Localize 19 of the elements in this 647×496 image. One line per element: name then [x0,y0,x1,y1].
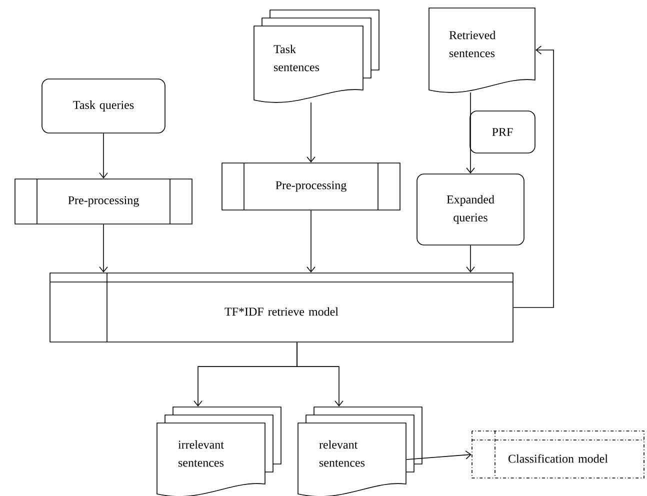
document-stack: irrelevant sentences [156,406,282,496]
arrow [306,210,316,272]
arrow [466,245,475,272]
model-box: Classification model [472,430,644,478]
process-box: Pre-processing [222,162,400,210]
arrow [406,450,472,460]
arrow [306,102,316,162]
arrow [513,46,554,308]
rounded-box: Expanded queries [416,174,524,246]
document-stack: relevant sentences [298,406,422,496]
document-stack: Task sentences [254,10,380,103]
model-box: TF*IDF retrieve model [50,272,514,342]
arrow [99,133,108,178]
start-box: Task queries [42,78,166,134]
arrow [296,342,344,406]
process-box: Pre-processing [14,178,192,224]
note-box: PRF [470,110,536,154]
arrow [466,92,475,174]
arrow [99,224,108,272]
